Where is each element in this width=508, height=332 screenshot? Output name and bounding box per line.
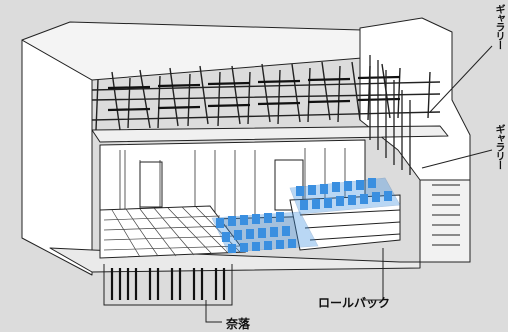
left-wall	[21, 39, 93, 276]
gallery-lower-label: ギャラリー	[493, 124, 504, 169]
pit-label: 奈落	[226, 317, 251, 331]
ceiling-band	[91, 125, 449, 143]
wall-doors	[139, 159, 304, 211]
pit-frame	[103, 264, 233, 306]
right-stairs	[432, 184, 460, 246]
gallery-upper-label: ギャラリー	[493, 4, 504, 49]
truss-bars	[107, 75, 401, 112]
rollback-label: ロールバック	[318, 296, 391, 310]
seat-rows	[216, 178, 392, 253]
rigging-rods	[369, 55, 411, 175]
catwalk-truss	[91, 61, 441, 131]
right-lower-wall	[419, 179, 471, 263]
leader-lines	[205, 45, 493, 323]
pit-columns	[110, 268, 226, 300]
